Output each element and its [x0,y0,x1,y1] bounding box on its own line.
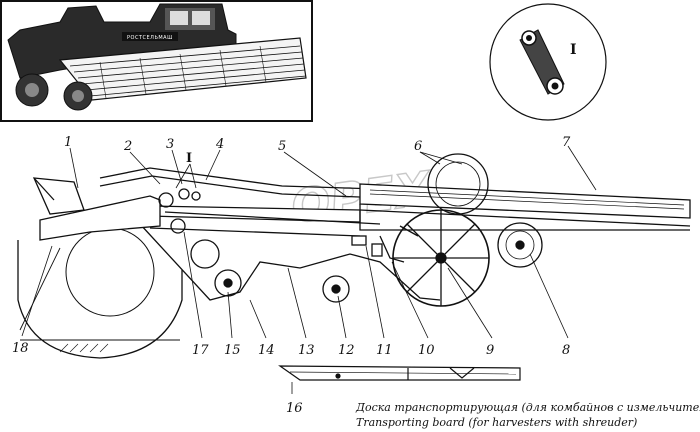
callout-labels: 1 2 3 4 5 6 7 8 9 10 11 12 13 14 15 16 1… [12,135,571,416]
detail-label-i: I [186,151,192,166]
callout-17: 17 [192,343,209,358]
callout-3: 3 [166,137,174,152]
callout-9: 9 [486,343,494,358]
callout-7: 7 [562,135,571,150]
callout-18: 18 [12,341,29,356]
inset-label: I [570,42,577,58]
callout-13: 13 [298,343,315,358]
callout-11: 11 [376,343,393,358]
callout-2: 2 [123,139,132,154]
callout-1: 1 [64,135,72,150]
combine-harvester-illustration: РОСТСЕЛЬМАШ [0,0,313,122]
callout-8: 8 [562,343,570,358]
callout-12: 12 [338,343,355,358]
caption-english: Transporting board (for harvesters with … [356,416,637,429]
callout-15: 15 [224,343,241,358]
transporting-board-part-16 [278,365,521,381]
callout-6: 6 [414,139,422,154]
callout-16: 16 [286,401,303,416]
combine-brand-plate: РОСТСЕЛЬМАШ [127,35,173,41]
caption-russian: Доска транспортирующая (для комбайнов с … [355,401,700,414]
callout-leader-lines [21,145,597,394]
callout-14: 14 [258,343,275,358]
callout-4: 4 [215,137,224,152]
transporting-board-drawing [17,153,691,359]
callout-5: 5 [278,139,286,154]
detail-inset: I [489,3,607,121]
callout-10: 10 [418,343,435,358]
